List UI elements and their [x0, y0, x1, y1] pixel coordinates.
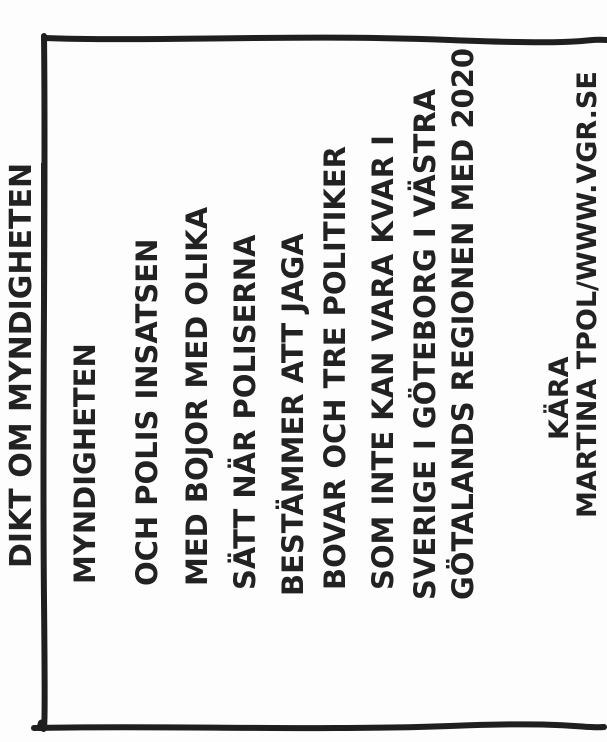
poem-line-5: BESTÄMMER ATT JAGA: [276, 233, 310, 596]
poem-line-3: MED BOJOR MED OLIKA: [180, 206, 214, 586]
poem-line-1: MYNDIGHETEN: [68, 343, 102, 584]
poem-title: DIKT OM MYNDIGHETEN: [4, 162, 44, 568]
poem-line-7: SOM INTE KAN VARA KVAR I: [366, 135, 400, 590]
signature: MARTINA TPOL/WWW.VGR.SE: [572, 71, 603, 518]
poem-line-9: GÖTALANDS REGIONEN MED 2020: [446, 47, 480, 600]
poem-line-8: SVERIGE I GÖTEBORG I VÄSTRA: [408, 88, 442, 600]
poem-line-6: BOVAR OCH TRE POLITIKER: [318, 145, 352, 590]
signature-label: KÄRA: [544, 356, 575, 440]
poem-line-2: OCH POLIS INSATSEN: [130, 238, 164, 586]
poem-line-4: SÄTT NÄR POLISERNA: [228, 234, 262, 590]
